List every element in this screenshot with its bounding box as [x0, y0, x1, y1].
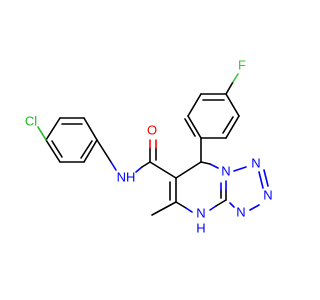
bond — [51, 140, 63, 158]
fluorophenyl-ring — [184, 93, 240, 139]
bond — [110, 161, 117, 171]
bond — [263, 169, 269, 187]
atom-n3: N — [263, 187, 272, 202]
bond — [225, 93, 240, 117]
bond — [149, 161, 177, 179]
atom-nh-amide: NH — [117, 169, 136, 184]
bond-methyl — [151, 201, 177, 216]
bond — [229, 202, 235, 208]
atom-n1: N — [221, 163, 230, 178]
bond — [222, 116, 234, 134]
atom-fluorine: F — [238, 57, 246, 72]
bond — [209, 205, 217, 211]
bond — [187, 93, 202, 117]
chlorophenyl-ring — [45, 117, 98, 163]
atom-n2: N — [251, 155, 260, 170]
atom-n4: N — [236, 204, 245, 219]
bond — [175, 201, 187, 209]
atom-oxygen: O — [147, 122, 157, 137]
bond — [185, 207, 193, 213]
bond — [83, 139, 98, 163]
bond — [249, 204, 260, 211]
bond-c-f — [225, 81, 234, 95]
bond — [45, 139, 61, 163]
molecule-diagram: Cl NH O N H N N N N — [25, 57, 273, 235]
atom-n-ring: N — [196, 205, 205, 220]
bond — [80, 140, 93, 159]
structure-canvas: Cl NH O N H N N N N — [25, 57, 273, 235]
bond — [187, 115, 202, 139]
bond — [135, 166, 143, 173]
bond — [209, 163, 219, 169]
bond-c-cl — [37, 126, 47, 141]
bond — [233, 166, 247, 172]
bond — [96, 139, 112, 163]
bond — [184, 118, 196, 137]
bond — [141, 161, 151, 168]
bond-c-f — [232, 73, 239, 83]
bond — [83, 117, 98, 141]
bond — [258, 171, 264, 189]
atom-h-ring: H — [196, 220, 205, 235]
atom-chlorine: Cl — [25, 113, 37, 128]
bond — [45, 117, 61, 141]
bond — [215, 199, 227, 207]
bond — [175, 161, 202, 179]
bond — [200, 161, 211, 165]
bond — [225, 115, 240, 139]
